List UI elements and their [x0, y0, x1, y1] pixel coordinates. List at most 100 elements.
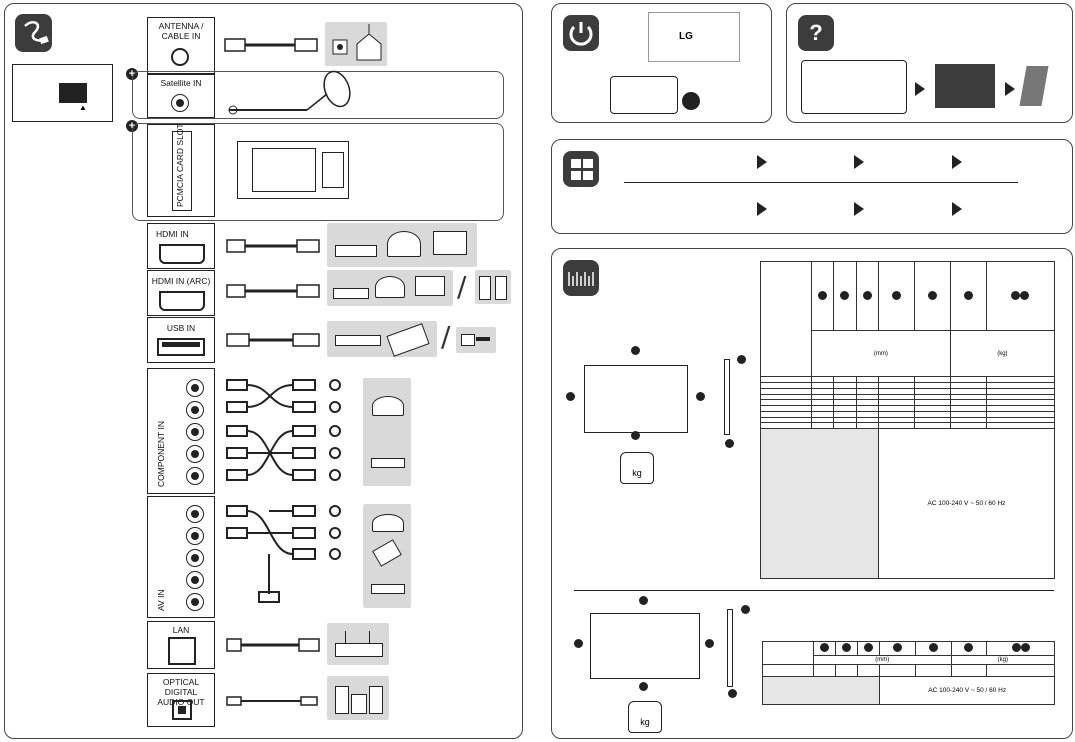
hdmi-arc-devices: [327, 270, 453, 306]
question-icon: ?: [798, 15, 834, 51]
component-label: COMPONENT IN: [156, 421, 166, 487]
arrow-right-icon: [854, 202, 864, 216]
ruler-icon: [563, 260, 599, 296]
help-panel: ?: [786, 3, 1073, 123]
mm-unit-label: (mm): [813, 654, 952, 666]
power-icon-graphic: [569, 22, 593, 46]
battery-divider: [624, 182, 1018, 183]
remote-help-graphic: [801, 60, 907, 114]
power-panel: LG: [551, 3, 772, 123]
lan-jack: [168, 637, 196, 665]
av-jack: [186, 571, 204, 589]
dimensions-panel: kg (mm)(kg) AC 100-240 V ~ 50 / 60 Hz kg: [551, 248, 1073, 739]
slash-separator: /: [441, 320, 451, 353]
hdmi-in-label: HDMI IN: [156, 229, 189, 239]
power-icon: [563, 15, 599, 51]
tv-front: LG: [648, 12, 740, 62]
lg-logo: LG: [679, 31, 693, 42]
component-jack: [186, 379, 204, 397]
component-jack: [186, 423, 204, 441]
usb-port: USB IN: [147, 317, 215, 363]
slash-separator: /: [457, 270, 467, 303]
help-card: [1019, 66, 1049, 106]
pcmcia-group-frame: [132, 123, 504, 221]
speaker-device: [475, 270, 511, 304]
av-cables: [226, 505, 341, 603]
arrow-right-icon: [952, 155, 962, 169]
battery-icon: [563, 151, 599, 187]
dim-marker-b: [566, 392, 575, 401]
tv-side-diagram-lower: [727, 609, 733, 687]
dim-marker-e: [737, 355, 746, 364]
av-jack: [186, 527, 204, 545]
satellite-label: Satellite IN: [160, 78, 202, 88]
arrow-right-icon: [952, 202, 962, 216]
dim-marker-f: [725, 439, 734, 448]
remote-power-graphic: [678, 80, 734, 114]
cable-icon: [15, 14, 52, 52]
power-cable-graphic: [610, 76, 678, 114]
hdmi-jack: [159, 291, 205, 311]
ruler-icon-graphic: [568, 272, 594, 286]
usb-label: USB IN: [166, 323, 196, 333]
antenna-label: ANTENNA / CABLE IN: [158, 21, 204, 41]
mm-unit-label: (mm): [811, 330, 951, 378]
dim-marker-f: [728, 689, 737, 698]
optical-jack: [172, 700, 192, 720]
dim-marker-e: [741, 605, 750, 614]
av-jack: [186, 505, 204, 523]
optical-cable: [226, 696, 318, 706]
ci-module: [237, 141, 349, 199]
dim-marker-c: [705, 639, 714, 648]
pcmcia-port: PCMCIA CARD SLOT: [147, 123, 215, 217]
battery-panel: [551, 139, 1073, 234]
component-devices: [363, 378, 411, 486]
hdmi-arc-port: HDMI IN (ARC): [147, 270, 215, 316]
av-port: AV IN: [147, 496, 215, 618]
dim-marker-d: [631, 431, 640, 440]
power-spec-upper: AC 100-240 V ~ 50 / 60 Hz: [877, 428, 1056, 579]
component-cables: [226, 379, 341, 481]
satellite-group-frame: [132, 71, 504, 119]
router-device: [327, 623, 389, 665]
dim-marker-a: [639, 596, 648, 605]
power-spec-lower: AC 100-240 V ~ 50 / 60 Hz: [879, 675, 1055, 706]
optical-port: OPTICAL DIGITAL AUDIO OUT: [147, 673, 215, 727]
usb-stick-device: [456, 327, 496, 353]
arrow-right-icon: [757, 155, 767, 169]
hdmi-arc-label: HDMI IN (ARC): [151, 276, 211, 286]
hdmi-cable: [226, 239, 320, 253]
dim-marker-d: [639, 682, 648, 691]
arrow-right-icon: [915, 82, 925, 96]
component-jack: [186, 445, 204, 463]
av-jack: [186, 593, 204, 611]
tv-front-diagram-lower: [590, 613, 700, 679]
tv-side-diagram: [724, 359, 730, 435]
satellite-port: Satellite IN: [147, 74, 215, 118]
pcmcia-label: PCMCIA CARD SLOT: [175, 123, 185, 207]
dim-marker-c: [696, 392, 705, 401]
hdmi-jack: [159, 244, 205, 264]
av-devices: [363, 504, 411, 608]
soundbar-device: [327, 676, 389, 720]
satellite-jack: [171, 94, 189, 112]
hdmi-cable: [226, 284, 320, 298]
satellite-cable: [228, 70, 351, 115]
house-antenna-icon: [332, 24, 382, 61]
battery-icon-graphic: [571, 159, 593, 180]
kg-unit-label: (kg): [949, 330, 1056, 378]
optical-label: OPTICAL DIGITAL AUDIO OUT: [157, 677, 205, 707]
pcmcia-slot: [172, 131, 192, 211]
lan-port: LAN: [147, 621, 215, 669]
arrow-right-icon: [757, 202, 767, 216]
weight-scale-icon-lower: kg: [628, 701, 662, 733]
tv-back-thumbnail: ▲: [12, 64, 113, 122]
av-label: AV IN: [156, 589, 166, 611]
help-screen: [935, 64, 995, 108]
antenna-port-label: ANTENNA / CABLE IN: [147, 17, 215, 74]
component-jack: [186, 467, 204, 485]
component-port: COMPONENT IN: [147, 368, 215, 494]
hdmi-devices: [327, 223, 477, 267]
connections-panel: ▲ ANTENNA / CABLE IN + Satellite IN + PC…: [4, 3, 523, 739]
av-jack: [186, 549, 204, 567]
